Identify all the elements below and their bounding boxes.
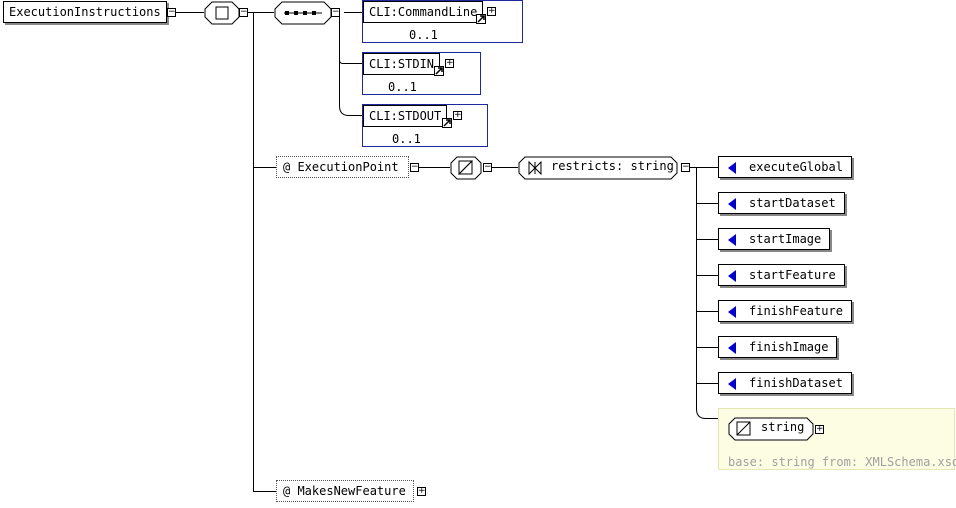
- collapse-toggle-root[interactable]: −: [167, 7, 176, 17]
- restriction-node[interactable]: restricts: string: [518, 156, 678, 180]
- collapse-toggle-simpletype[interactable]: −: [483, 162, 492, 172]
- restriction-label: restricts: string: [551, 159, 674, 173]
- attribute-executionpoint[interactable]: @ ExecutionPoint: [276, 156, 409, 178]
- attribute-label: @ ExecutionPoint: [283, 160, 399, 174]
- ref-element-cli-stdin[interactable]: CLI:STDIN + 0..1: [362, 52, 481, 95]
- enumeration-triangle-icon: [728, 162, 736, 174]
- occurrence-label: 0..1: [392, 132, 421, 146]
- expand-toggle[interactable]: +: [487, 6, 496, 16]
- ref-element-label: CLI:CommandLine: [363, 1, 484, 23]
- enumeration-item[interactable]: startDataset: [718, 192, 845, 214]
- collapse-toggle-compositor[interactable]: −: [239, 7, 248, 17]
- base-type-panel: string + base: string from: XMLSchema.xs…: [718, 408, 956, 470]
- collapse-toggle-executionpoint[interactable]: −: [410, 162, 419, 172]
- ref-element-label: CLI:STDIN: [363, 53, 441, 75]
- ref-element-cli-stdout[interactable]: CLI:STDOUT + 0..1: [362, 104, 488, 147]
- root-element-executioninstructions[interactable]: ExecutionInstructions: [3, 1, 167, 23]
- enumeration-item[interactable]: finishImage: [718, 336, 838, 358]
- all-compositor-icon[interactable]: [204, 1, 240, 25]
- collapse-toggle-restriction[interactable]: −: [681, 162, 690, 172]
- enumeration-item[interactable]: startFeature: [718, 264, 845, 286]
- enumeration-item[interactable]: startImage: [718, 228, 831, 250]
- base-type-shape: [728, 417, 814, 441]
- occurrence-label: 0..1: [409, 28, 438, 42]
- enumeration-item[interactable]: executeGlobal: [718, 156, 852, 178]
- enumeration-item[interactable]: finishDataset: [718, 372, 852, 394]
- ref-element-label: CLI:STDOUT: [363, 105, 448, 127]
- collapse-toggle-sequence[interactable]: −: [331, 7, 340, 17]
- expand-toggle[interactable]: +: [445, 58, 454, 68]
- ref-element-cli-commandline[interactable]: CLI:CommandLine + 0..1: [362, 0, 523, 43]
- enumeration-triangle-icon: [728, 378, 736, 390]
- reference-arrow-icon: [476, 14, 486, 24]
- base-type-node[interactable]: string: [728, 417, 814, 441]
- expand-toggle-makesnewfeature[interactable]: +: [417, 486, 426, 496]
- enumeration-triangle-icon: [728, 234, 736, 246]
- attribute-label: @ MakesNewFeature: [283, 484, 406, 498]
- enumeration-item[interactable]: finishFeature: [718, 300, 852, 322]
- enumeration-triangle-icon: [728, 270, 736, 282]
- simple-type-icon[interactable]: [450, 156, 482, 180]
- occurrence-label: 0..1: [388, 80, 417, 94]
- expand-toggle-base-type[interactable]: +: [815, 424, 824, 434]
- enumeration-triangle-icon: [728, 306, 736, 318]
- sequence-compositor-icon[interactable]: [274, 1, 332, 25]
- attribute-makesnewfeature[interactable]: @ MakesNewFeature: [276, 480, 414, 502]
- enumeration-triangle-icon: [728, 342, 736, 354]
- enumeration-triangle-icon: [728, 198, 736, 210]
- reference-arrow-icon: [442, 118, 452, 128]
- root-element-label: ExecutionInstructions: [9, 5, 161, 19]
- restriction-shape: [518, 156, 678, 180]
- reference-arrow-icon: [434, 66, 444, 76]
- base-type-label: string: [761, 420, 805, 434]
- base-type-source: base: string from: XMLSchema.xsd: [728, 455, 956, 469]
- expand-toggle[interactable]: +: [453, 110, 462, 120]
